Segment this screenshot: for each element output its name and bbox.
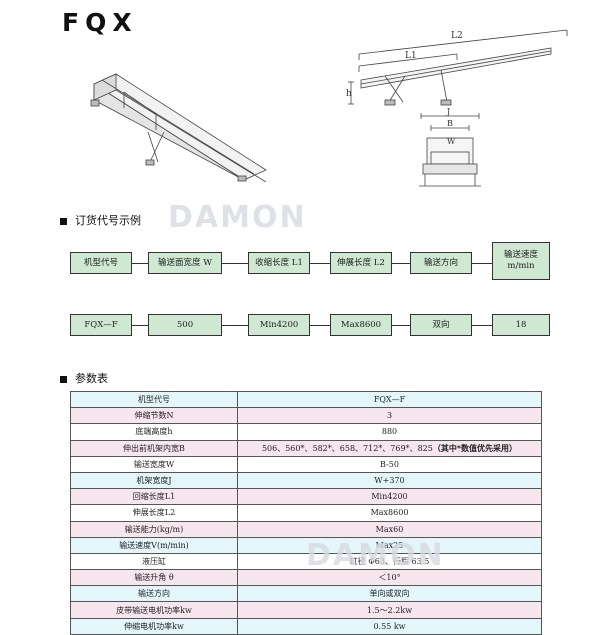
param-value: 3 xyxy=(237,407,542,425)
param-value: Max60 xyxy=(237,520,542,538)
table-row: 输送方向单向或双向 xyxy=(70,585,542,603)
row1-connector-line xyxy=(70,263,550,264)
param-value-text: 506、560*、582*、658、712*、769*、825 xyxy=(261,443,433,453)
order-box-direction-label: 输送方向 xyxy=(410,252,472,274)
table-row: 液压缸缸径 Φ63、行程 63.5 xyxy=(70,552,542,571)
param-value: 0.55 kw xyxy=(237,617,542,635)
param-label: 伸缩电机功率kw xyxy=(70,617,238,635)
order-box-width-label: 输送面宽度 W xyxy=(148,252,222,274)
param-value: 880 xyxy=(237,423,542,441)
row2-connector-line xyxy=(70,325,550,326)
dim-j-label: J xyxy=(446,108,450,116)
param-label: 伸缩节数N xyxy=(70,407,238,425)
params-heading: 参数表 xyxy=(60,370,108,386)
param-label: 皮带输送电机功率kw xyxy=(70,601,238,619)
param-value: 缸径 Φ63、行程 63.5 xyxy=(237,552,542,571)
order-box-speed-value: 18 xyxy=(492,314,550,336)
dim-l1-label: L1 xyxy=(405,51,417,61)
param-label: 输送速度V(m/min) xyxy=(70,536,238,554)
conveyor-cross-section: J B W xyxy=(419,108,481,187)
dim-b-label: B xyxy=(447,119,453,128)
param-value: Min4200 xyxy=(237,488,542,506)
param-label: 机型代号 xyxy=(70,390,238,409)
param-value: 单向或双向 xyxy=(237,585,542,603)
param-value: FQX—F xyxy=(237,390,542,409)
conveyor-isometric-illustration xyxy=(90,73,267,182)
order-box-width-value: 500 xyxy=(148,314,222,336)
page-title: FQX xyxy=(62,8,138,37)
param-label: 回缩长度L1 xyxy=(70,488,238,506)
param-label: 输送方向 xyxy=(70,585,238,603)
param-value: 1.5～2.2kw xyxy=(237,601,542,619)
order-box-retract-length-label: 收缩长度 L1 xyxy=(248,252,310,274)
param-label: 伸出前机架内宽B xyxy=(70,439,238,457)
bullet-square-icon xyxy=(60,217,67,225)
param-value: ＜10° xyxy=(237,569,542,587)
param-label: 伸展长度L2 xyxy=(70,504,238,522)
param-label: 输送能力(kg/m) xyxy=(70,520,238,538)
param-value: Max25 xyxy=(237,536,542,554)
param-label: 液压缸 xyxy=(70,552,238,571)
bullet-square-icon xyxy=(60,375,67,383)
param-value-note: （其中*数值优先采用） xyxy=(432,442,518,453)
order-box-extend-length-label: 伸展长度 L2 xyxy=(330,252,392,274)
order-box-model-code-value: FQX—F xyxy=(70,314,132,336)
table-row: 输送能力(kg/m)Max60 xyxy=(70,520,542,538)
param-value: B-50 xyxy=(237,455,542,473)
table-row: 输送速度V(m/min)Max25 xyxy=(70,536,542,554)
param-label: 输送升角 θ xyxy=(70,569,238,587)
param-value: 506、560*、582*、658、712*、769*、825（其中*数值优先采… xyxy=(237,439,542,457)
param-value: W+370 xyxy=(237,471,542,490)
param-label: 机架宽度J xyxy=(70,471,238,490)
order-example-heading: 订货代号示例 xyxy=(60,212,141,228)
order-box-extend-length-value: Max8600 xyxy=(330,314,392,336)
order-box-direction-value: 双向 xyxy=(410,314,472,336)
table-row: 输送升角 θ＜10° xyxy=(70,569,542,587)
param-value: Max8600 xyxy=(237,504,542,522)
order-box-model-code-label: 机型代号 xyxy=(70,252,132,274)
order-box-retract-length-value: Min4200 xyxy=(248,314,310,336)
watermark-top: DAMON xyxy=(168,200,307,235)
dim-h-label: h xyxy=(346,89,352,99)
dim-l2-label: L2 xyxy=(451,31,463,41)
param-label: 底端高度h xyxy=(70,423,238,441)
param-label: 输送宽度W xyxy=(70,455,238,473)
conveyor-side-elevation: L2 L1 h xyxy=(346,29,568,106)
dim-w-label: W xyxy=(447,137,456,146)
